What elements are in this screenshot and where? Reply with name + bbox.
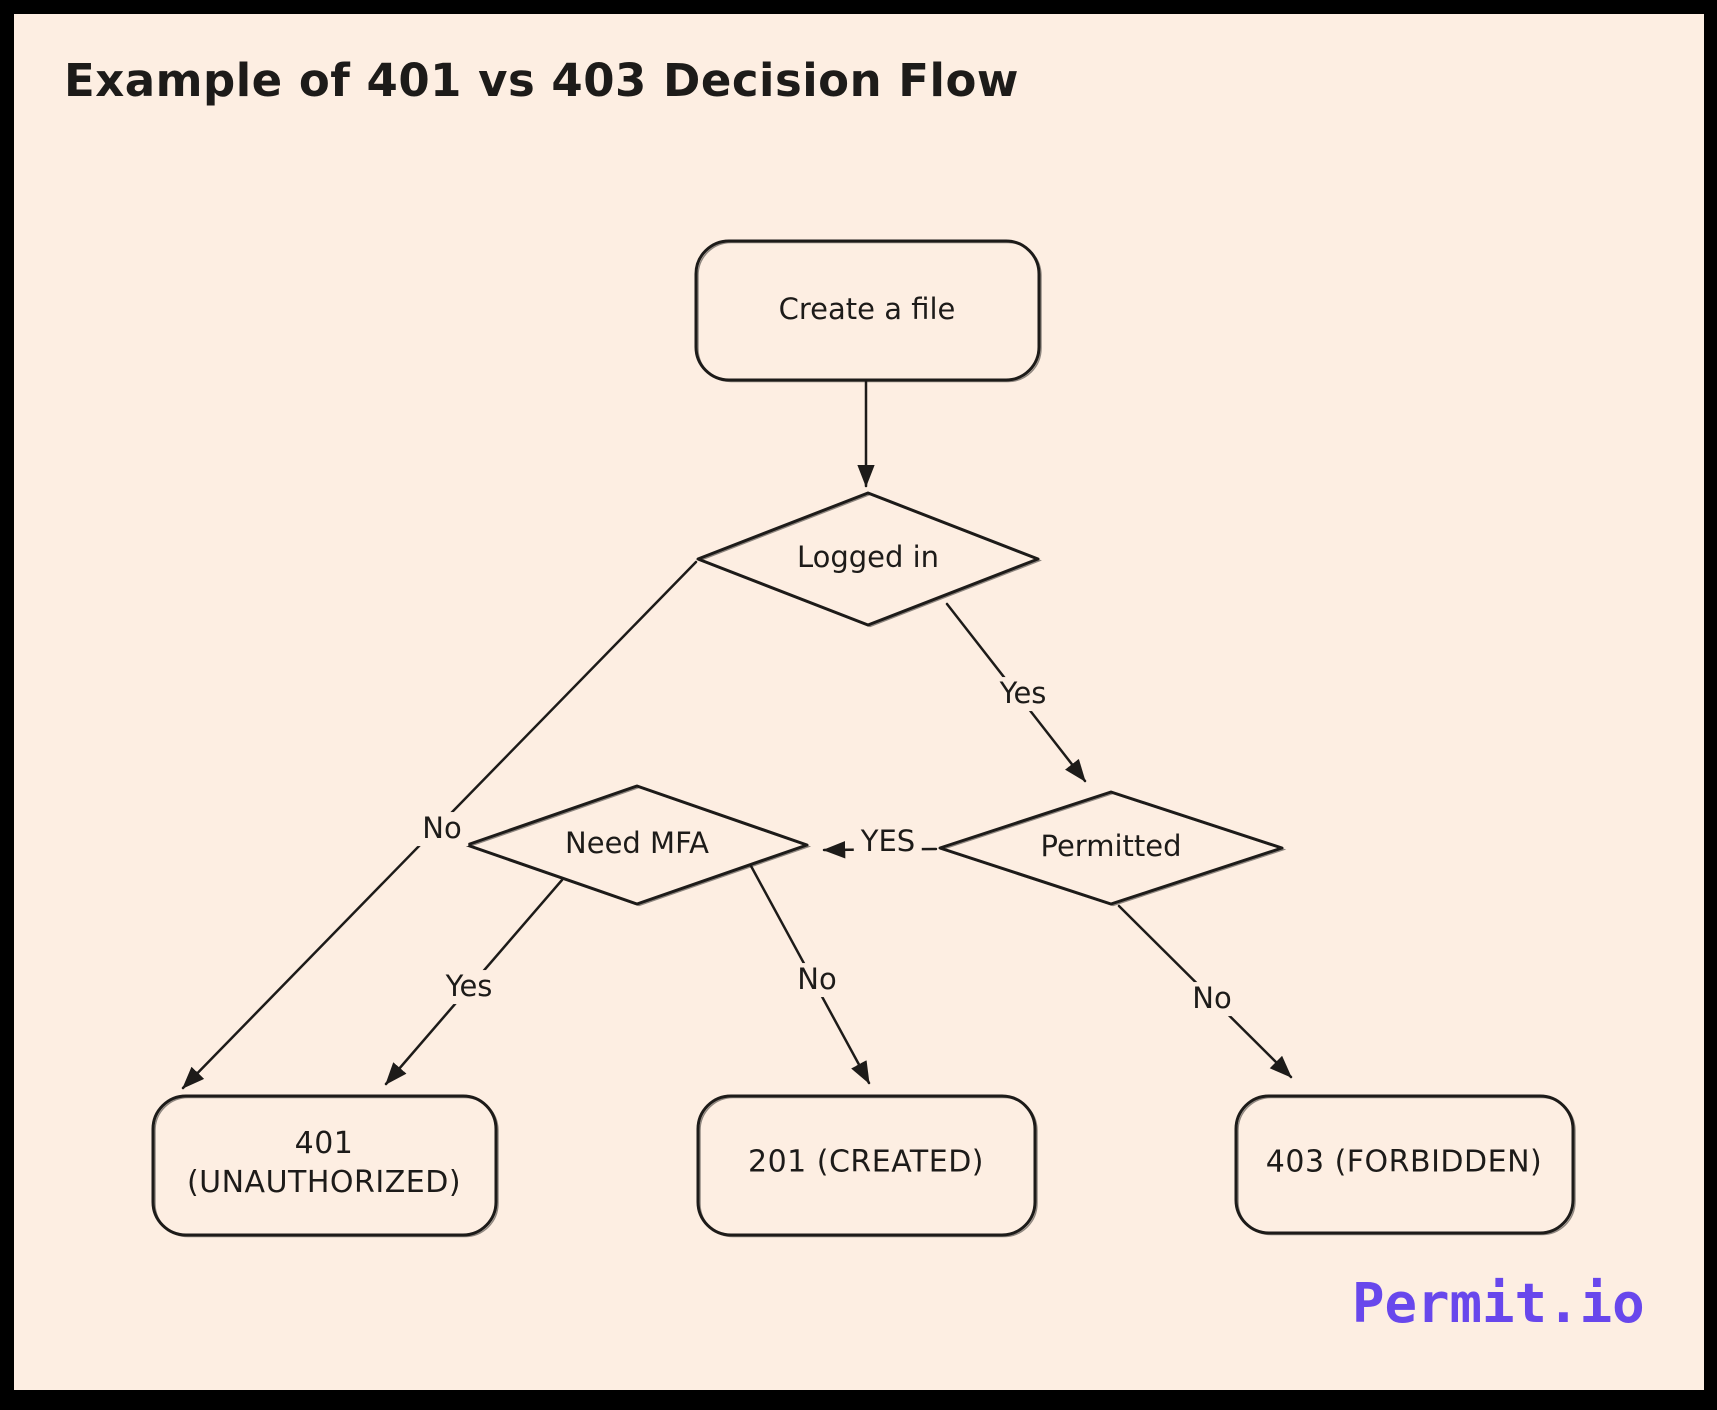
edge-permitted-yes-label: YES — [853, 825, 923, 859]
edge-logged-yes-label: Yes — [992, 677, 1054, 711]
node-permitted-label: Permitted — [1040, 829, 1182, 864]
node-401-shape — [151, 1094, 498, 1237]
node-logged-in-label: Logged in — [796, 540, 940, 575]
node-need-mfa-shape — [465, 784, 809, 906]
node-need-mfa-label: Need MFA — [565, 826, 709, 861]
edge-logged-no-label: No — [415, 812, 469, 846]
edge-mfa-yes-label: Yes — [438, 970, 500, 1004]
node-403-label: 403 (FORBIDDEN) — [1265, 1144, 1543, 1180]
node-create-file-label: Create a file — [778, 292, 956, 327]
node-403-shape — [1234, 1094, 1575, 1235]
node-401-label: 401 (UNAUTHORIZED) — [187, 1124, 461, 1202]
node-401-label-line2: (UNAUTHORIZED) — [186, 1165, 462, 1200]
edge-permitted-no-label: No — [1185, 982, 1239, 1016]
node-permitted-shape — [938, 790, 1284, 906]
edge-mfa-no-label: No — [790, 963, 844, 997]
node-201-shape — [696, 1094, 1037, 1237]
node-401-label-line1: 401 — [294, 1126, 354, 1161]
node-201-label: 201 (CREATED) — [747, 1144, 985, 1180]
permit-io-logo: Permit.io — [1352, 1272, 1645, 1335]
diagram-title: Example of 401 vs 403 Decision Flow — [64, 54, 1019, 107]
node-create-file-shape — [694, 239, 1041, 382]
diagram-canvas — [14, 14, 1704, 1390]
